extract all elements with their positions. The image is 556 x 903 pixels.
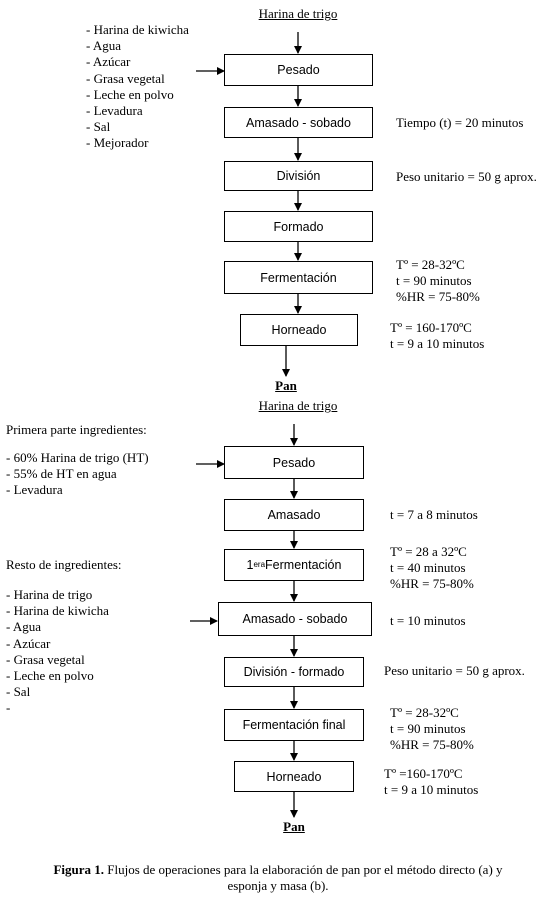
ingredient-item: - Harina de trigo: [6, 587, 93, 602]
diagram-a-end-pan: Pan: [275, 378, 297, 393]
note-b-amasado: t = 7 a 8 minutos: [390, 507, 478, 522]
diagram-a-ingredient-list: - Harina de kiwicha - Agua - Azúcar - Gr…: [86, 22, 189, 152]
step-b-amasado-sobado: Amasado - sobado: [218, 602, 372, 636]
ingredient-item: - Grasa vegetal: [6, 651, 85, 667]
step-a-formado: Formado: [224, 211, 373, 242]
ingredient-item: - Agua: [6, 619, 42, 635]
ingredient-item: - Grasa vegetal: [86, 70, 165, 86]
note-a-horneado: Tº = 160-170ºC t = 9 a 10 minutos: [390, 320, 484, 352]
note-line: Tº = 28-32ºC: [396, 257, 465, 272]
ingredient-item: - Leche en polvo: [6, 668, 94, 684]
diagram-a-title: Harina de trigo: [258, 6, 338, 21]
figure-caption: Figura 1. Flujos de operaciones para la …: [0, 862, 556, 894]
step-a-fermentacion: Fermentación: [224, 261, 373, 294]
note-line: t = 90 minutos: [390, 721, 466, 736]
diagram-b-title: Harina de trigo: [258, 398, 338, 413]
caption-text-2: esponja y masa (b).: [227, 878, 329, 893]
note-line: %HR = 75-80%: [390, 737, 474, 752]
note-line: t = 90 minutos: [396, 273, 472, 288]
note-b-fermentacion-1: Tº = 28 a 32ºC t = 40 minutos %HR = 75-8…: [390, 544, 474, 592]
step-b-pesado: Pesado: [224, 446, 364, 479]
note-line: Tº =160-170ºC: [384, 766, 463, 781]
fermentacion-1-label: Fermentación: [265, 558, 342, 572]
note-line: Tº = 160-170ºC: [390, 320, 472, 335]
diagram-b-end-pan: Pan: [283, 819, 305, 834]
step-b-amasado: Amasado: [224, 499, 364, 531]
note-line: t = 9 a 10 minutos: [384, 782, 479, 797]
note-line: %HR = 75-80%: [390, 576, 474, 591]
step-a-horneado: Horneado: [240, 314, 358, 346]
note-line: %HR = 75-80%: [396, 289, 480, 304]
step-b-horneado: Horneado: [234, 761, 354, 792]
note-b-amasado-sobado: t = 10 minutos: [390, 613, 466, 628]
ingredient-item: - Harina de kiwicha: [6, 603, 109, 619]
caption-line-1: Figura 1. Flujos de operaciones para la …: [0, 862, 556, 878]
note-line: Tº = 28 a 32ºC: [390, 544, 467, 559]
step-a-division: División: [224, 161, 373, 191]
ingredient-item: - Sal: [86, 119, 111, 135]
ingredient-item: - 55% de HT en agua: [6, 466, 117, 482]
rest-ingredient-list: - Harina de trigo - Harina de kiwicha - …: [6, 587, 109, 717]
caption-label: Figura 1.: [53, 862, 105, 877]
note-line: t = 9 a 10 minutos: [390, 336, 485, 351]
ingredient-item: - Harina de kiwicha: [86, 22, 189, 37]
ingredient-item: - Levadura: [6, 482, 63, 498]
note-b-horneado: Tº =160-170ºC t = 9 a 10 minutos: [384, 766, 478, 798]
ingredient-item: - Mejorador: [86, 135, 149, 151]
ingredient-item: - Agua: [86, 38, 122, 54]
ingredient-item: - Azúcar: [86, 54, 131, 70]
ingredient-item: - Azúcar: [6, 635, 51, 651]
ingredient-item: - 60% Harina de trigo (HT): [6, 450, 149, 465]
step-b-division-formado: División - formado: [224, 657, 364, 687]
ingredient-item: - Levadura: [86, 103, 143, 119]
note-line: t = 40 minutos: [390, 560, 466, 575]
ingredient-item: - Leche en polvo: [86, 86, 174, 102]
caption-text-1: Flujos de operaciones para la elaboració…: [104, 862, 503, 877]
step-a-pesado: Pesado: [224, 54, 373, 86]
ingredient-item: - Sal: [6, 684, 31, 700]
step-b-fermentacion-final: Fermentación final: [224, 709, 364, 741]
ingredient-item: -: [6, 700, 11, 716]
step-a-amasado-sobado: Amasado - sobado: [224, 107, 373, 138]
note-b-fermentacion-final: Tº = 28-32ºC t = 90 minutos %HR = 75-80%: [390, 705, 474, 753]
note-a-amasado: Tiempo (t) = 20 minutos: [396, 115, 524, 130]
note-line: Tº = 28-32ºC: [390, 705, 459, 720]
first-part-ingredient-list: - 60% Harina de trigo (HT) - 55% de HT e…: [6, 450, 149, 499]
note-a-division: Peso unitario = 50 g aprox.: [396, 169, 537, 184]
fermentacion-1-number: 1: [246, 558, 254, 572]
note-b-division-formado: Peso unitario = 50 g aprox.: [384, 663, 525, 678]
first-part-header: Primera parte ingredientes:: [6, 422, 147, 437]
rest-header: Resto de ingredientes:: [6, 557, 122, 572]
note-a-fermentacion: Tº = 28-32ºC t = 90 minutos %HR = 75-80%: [396, 257, 480, 305]
